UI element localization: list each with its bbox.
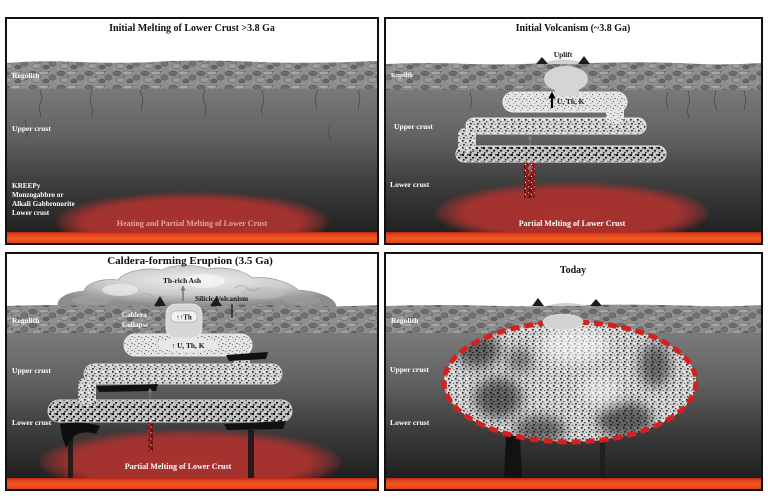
caldera-label-line-2: Collapse — [122, 321, 148, 329]
solidified-feeder — [504, 436, 522, 478]
caldera-panel-title: Caldera-forming Eruption (3.5 Ga) — [107, 255, 273, 267]
regolith-label: Regolith — [391, 73, 413, 79]
dark-dyke — [248, 430, 254, 478]
magma-sill-lower — [456, 146, 666, 162]
mantle-lava-band — [7, 478, 377, 489]
regolith-label: Regolith — [12, 71, 40, 80]
lower-crust-label: Lower crust — [390, 180, 430, 189]
volcanism-panel-title: Initial Volcanism (~3.8 Ga) — [516, 23, 631, 34]
lower-crust-label: Lower crust — [12, 418, 52, 427]
enrichment-label: U, Th, K — [557, 97, 585, 106]
ash-label: Th-rich Ash — [163, 276, 201, 285]
enrichment-label: ↑ U, Th, K — [172, 341, 205, 350]
intrusion-top — [543, 314, 583, 330]
kreepy-label-line-1: KREEPy — [12, 182, 41, 190]
panel-caldera-eruption: Caldera-forming Eruption (3.5 Ga) Th-ric… — [7, 254, 377, 494]
diapir-head — [544, 66, 588, 92]
upper-crust-label: Upper crust — [12, 366, 51, 375]
lower-crust-label: Lower crust — [390, 418, 430, 427]
caldera-label-line-1: Caldera — [122, 311, 147, 319]
uplift-label: Uplift — [554, 50, 573, 59]
kreepy-label-line-2: Monzogabbro or — [12, 191, 64, 199]
thorium-label: ↑↑Th — [176, 314, 192, 322]
upper-crust-label: Upper crust — [390, 365, 429, 374]
melt-label: Heating and Partial Melting of Lower Cru… — [117, 219, 268, 228]
lower-crust-label: Lower crust — [12, 209, 50, 217]
regolith-label: Regolith — [391, 316, 419, 325]
upper-crust-label: Upper crust — [12, 124, 51, 133]
today-panel-title: Today — [560, 265, 586, 276]
panel-initial-melting: Initial Melting of Lower Crust >3.8 Ga R… — [7, 19, 377, 251]
upper-crust-label: Upper crust — [394, 122, 433, 131]
melting-panel-title: Initial Melting of Lower Crust >3.8 Ga — [109, 23, 275, 34]
panel-today: Today Regolith Upper crust Lower crust — [386, 254, 761, 489]
kreepy-label-line-3: Alkali Gabbronorite — [12, 200, 75, 208]
silicic-volcanism-label: Silicic Volcanism — [195, 294, 249, 303]
mantle-lava-band — [7, 232, 377, 243]
melt-label: Partial Melting of Lower Crust — [519, 219, 626, 228]
regolith-label: Regolith — [12, 316, 40, 325]
mantle-lava-band — [386, 232, 761, 243]
regolith-layer — [7, 61, 377, 89]
magma-feeder-dyke — [524, 160, 535, 198]
magma-sill-middle — [84, 364, 282, 384]
magma-feeder-dyke — [148, 422, 153, 452]
melt-label: Partial Melting of Lower Crust — [125, 462, 232, 471]
panel-initial-volcanism: Initial Volcanism (~3.8 Ga) Uplift Regol… — [386, 19, 761, 243]
mantle-lava-band — [386, 478, 761, 489]
